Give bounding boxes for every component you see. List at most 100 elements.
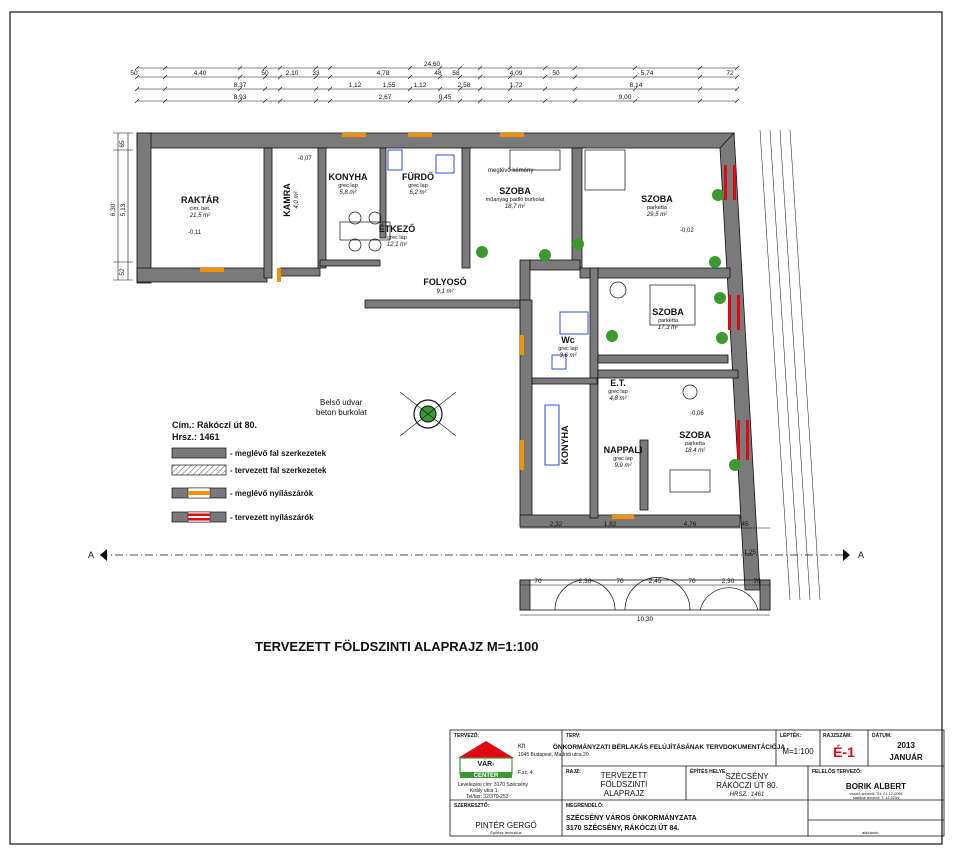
client-line-1: SZÉCSÉNY VÁROS ÖNKORMÁNYZATA [566,813,697,822]
dim-tick [407,65,413,71]
furniture [339,149,711,493]
room-name: NAPPALI [604,445,643,455]
room-name: ÉTKEZŐ [379,223,416,234]
room-name: E.T. [610,378,626,388]
dim-tick [407,98,413,104]
dim-tick [542,74,548,80]
designer-label: TERVEZŐ: [454,732,480,739]
dim-row2-5: 1,72 [510,82,523,89]
dim-tick [313,74,319,80]
dim-tick [697,65,703,71]
legend [171,447,227,523]
room-area: 4,0 m² [294,191,300,209]
dim-tick [313,65,319,71]
dim-tick [507,65,513,71]
dim-tick [277,65,283,71]
dim-tick [162,65,168,71]
room-floor: grec lap [338,183,358,189]
room-area: 17,3 m² [658,325,679,331]
room-name: SZOBA [679,430,711,440]
dim-tick [507,86,513,92]
dim-tick [507,98,513,104]
signature-label: aláírások [862,830,878,835]
arch-dim-4: 70 [688,578,696,585]
room-area: 21,5 m² [189,213,211,219]
section-line [100,549,850,561]
dim-tick [262,98,268,104]
bath-fixtures [387,149,589,466]
dim-tick [457,65,463,71]
room-area: 9,9 m² [614,463,632,469]
existing-openings [200,133,634,519]
room-name: SZOBA [652,307,684,317]
site-label: ÉPÍTÉS HELYE: [690,767,727,775]
dim-tick [134,98,140,104]
dim-tick [477,98,483,104]
company-suffix: Kft [518,744,526,750]
legend-planned-wall: - tervezett fal szerkezetek [230,466,327,475]
level-4: -0,06 [690,411,704,417]
dim-tick [437,65,443,71]
overall-width-dim: 24,60 [424,61,441,68]
drawing-line-1: TERVEZETT [601,771,648,780]
bottom-dimensions [520,527,770,616]
room-name: SZOBA [641,194,673,204]
room-area: 3,6 m² [559,353,577,359]
bottom-dim-3: 45 [741,521,749,528]
dim-row1-4: 33 [312,70,320,77]
room-area: 18,4 m² [685,448,706,454]
dim-tick [457,98,463,104]
company-logo [458,741,514,778]
lead-name: BORIK ALBERT [846,782,906,791]
legend-existing-wall: - meglévő fal szerkezetek [230,449,327,458]
dim-tick [697,86,703,92]
room-floor: grec lap [387,235,407,241]
dim-tick [697,74,703,80]
dim-tick [632,65,638,71]
client-label: MEGRENDELŐ: [566,802,604,809]
chimney-label: meglévő kémény [488,168,533,174]
dim-tick [262,86,268,92]
title-block [449,729,945,837]
arch-dim-5: 2,30 [722,578,735,585]
sheet-number: É-1 [833,744,855,760]
dim-tick [734,86,740,92]
site-line-1: SZÉCSÉNY [725,772,769,781]
dim-tick [407,86,413,92]
date-year: 2013 [897,741,915,750]
room-name: FÜRDŐ [402,171,434,182]
room-name: KONYHA [328,172,368,182]
author-label: SZERKESZTŐ: [454,802,490,809]
dim-tick [697,98,703,104]
dim-tick [507,74,513,80]
dim-tick [134,74,140,80]
company-floor: F.sz. 4 [518,770,533,776]
left-dimensions [113,132,133,281]
level-2: -0,11 [188,230,202,236]
date-label: DÁTUM: [872,732,892,739]
dim-tick [542,98,548,104]
lead-reg-1: vezető tervező: TH: 01-12-0094 [849,792,902,796]
lead-reg-2: statikus tervező: T: 12-0254 [853,796,899,800]
dim-row2-2: 1,55 [383,82,396,89]
dim-row1-8: 4,09 [510,70,523,77]
company-mail: Levelezési cím: 3170 Szécsény [458,782,529,788]
dim-tick [327,65,333,71]
dim-tick [632,86,638,92]
project-label: TERV: [566,733,581,739]
courtyard-label-1: Belső udvar [320,398,363,407]
right-dimensions [759,129,821,601]
dim-row2-0: 8,37 [234,82,247,89]
project-text: ÖNKORMÁNYZATI BÉRLAKÁS FELÚJÍTÁSÁNAK TER… [553,742,786,751]
dim-tick [262,74,268,80]
plants [476,189,741,471]
